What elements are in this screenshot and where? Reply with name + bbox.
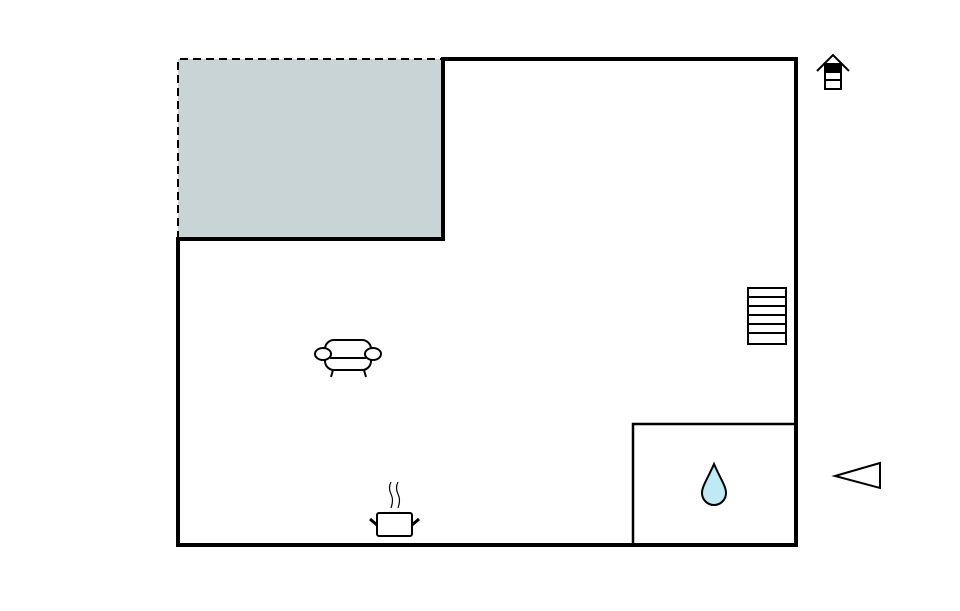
terrace-area [177, 58, 443, 239]
kitchen-pot-icon [369, 481, 420, 537]
floor-up-icon [816, 53, 850, 90]
stairs-icon [747, 287, 787, 345]
exterior-walls [176, 57, 798, 547]
sofa-icon [314, 339, 382, 378]
bathroom-walls [631, 422, 796, 545]
water-drop-icon [700, 461, 728, 506]
entrance-arrow-icon [831, 461, 881, 490]
